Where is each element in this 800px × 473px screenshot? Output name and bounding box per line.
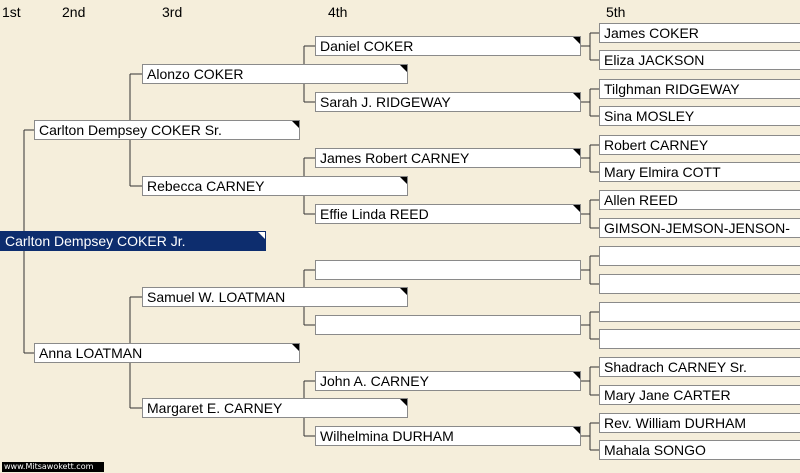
- person-box-gen5-5[interactable]: Robert CARNEY: [599, 135, 800, 155]
- person-name: Eliza JACKSON: [604, 52, 705, 68]
- person-box-gen4-8[interactable]: Wilhelmina DURHAM: [315, 426, 581, 446]
- person-name: GIMSON-JEMSON-JENSON-: [604, 220, 790, 236]
- person-box-gen5-9[interactable]: [599, 246, 800, 266]
- person-name: Rev. William DURHAM: [604, 415, 747, 431]
- person-box-gen4-2[interactable]: Sarah J. RIDGEWAY: [315, 92, 581, 112]
- person-box-gen5-11[interactable]: [599, 302, 800, 322]
- person-box-gen5-13[interactable]: Shadrach CARNEY Sr.: [599, 357, 800, 377]
- expand-marker-icon: [292, 121, 299, 128]
- person-name: James Robert CARNEY: [320, 150, 470, 166]
- person-box-gen3-3[interactable]: Samuel W. LOATMAN: [142, 287, 408, 307]
- expand-marker-icon: [573, 427, 580, 434]
- person-box-gen4-5[interactable]: [315, 260, 581, 280]
- expand-marker-icon: [573, 93, 580, 100]
- expand-marker-icon: [400, 177, 407, 184]
- site-watermark: www.Mitsawokett.com: [2, 462, 104, 472]
- person-box-gen4-3[interactable]: James Robert CARNEY: [315, 148, 581, 168]
- header-gen-3: 3rd: [162, 4, 183, 20]
- expand-marker-icon: [573, 372, 580, 379]
- person-name: Tilghman RIDGEWAY: [604, 81, 740, 97]
- person-name: Carlton Dempsey COKER Sr.: [39, 122, 222, 138]
- person-box-gen5-8[interactable]: GIMSON-JEMSON-JENSON-: [599, 218, 800, 238]
- expand-marker-icon: [573, 205, 580, 212]
- person-name: Alonzo COKER: [147, 66, 244, 82]
- person-box-gen3-2[interactable]: Rebecca CARNEY: [142, 176, 408, 196]
- person-box-gen4-4[interactable]: Effie Linda REED: [315, 204, 581, 224]
- expand-marker-icon: [292, 344, 299, 351]
- person-box-gen5-1[interactable]: James COKER: [599, 23, 800, 43]
- person-box-gen3-4[interactable]: Margaret E. CARNEY: [142, 398, 408, 418]
- person-name: Sina MOSLEY: [604, 108, 695, 124]
- person-box-mother[interactable]: Anna LOATMAN: [34, 343, 300, 363]
- person-name: Samuel W. LOATMAN: [147, 289, 286, 305]
- person-box-gen5-12[interactable]: [599, 329, 800, 349]
- person-name: Effie Linda REED: [320, 206, 429, 222]
- person-box-gen5-10[interactable]: [599, 274, 800, 294]
- person-name: Wilhelmina DURHAM: [320, 428, 454, 444]
- person-name: Sarah J. RIDGEWAY: [320, 94, 451, 110]
- expand-marker-icon: [400, 399, 407, 406]
- person-box-gen5-15[interactable]: Rev. William DURHAM: [599, 413, 800, 433]
- person-name: Allen REED: [604, 192, 678, 208]
- person-name: Mary Jane CARTER: [604, 387, 731, 403]
- person-box-root[interactable]: Carlton Dempsey COKER Jr.: [0, 231, 266, 251]
- person-box-gen5-16[interactable]: Mahala SONGO: [599, 440, 800, 460]
- person-name: Robert CARNEY: [604, 137, 709, 153]
- person-name: Daniel COKER: [320, 38, 414, 54]
- person-name: Anna LOATMAN: [39, 345, 143, 361]
- person-box-gen5-4[interactable]: Sina MOSLEY: [599, 106, 800, 126]
- header-gen-1: 1st: [2, 4, 21, 20]
- person-box-gen5-3[interactable]: Tilghman RIDGEWAY: [599, 79, 800, 99]
- person-box-gen5-6[interactable]: Mary Elmira COTT: [599, 162, 800, 182]
- expand-marker-icon: [258, 232, 265, 239]
- expand-marker-icon: [573, 37, 580, 44]
- person-box-gen4-1[interactable]: Daniel COKER: [315, 36, 581, 56]
- header-gen-4: 4th: [328, 4, 348, 20]
- person-box-gen5-14[interactable]: Mary Jane CARTER: [599, 385, 800, 405]
- person-name: Mary Elmira COTT: [604, 164, 721, 180]
- person-box-gen5-7[interactable]: Allen REED: [599, 190, 800, 210]
- person-box-gen3-1[interactable]: Alonzo COKER: [142, 64, 408, 84]
- person-name: Shadrach CARNEY Sr.: [604, 359, 747, 375]
- person-box-father[interactable]: Carlton Dempsey COKER Sr.: [34, 120, 300, 140]
- header-gen-2: 2nd: [62, 4, 86, 20]
- person-name: John A. CARNEY: [320, 373, 429, 389]
- person-name: Carlton Dempsey COKER Jr.: [5, 233, 186, 249]
- header-gen-5: 5th: [606, 4, 626, 20]
- expand-marker-icon: [400, 288, 407, 295]
- expand-marker-icon: [400, 65, 407, 72]
- person-name: Mahala SONGO: [604, 442, 706, 458]
- person-box-gen5-2[interactable]: Eliza JACKSON: [599, 50, 800, 70]
- person-box-gen4-7[interactable]: John A. CARNEY: [315, 371, 581, 391]
- person-name: Rebecca CARNEY: [147, 178, 265, 194]
- person-name: James COKER: [604, 25, 699, 41]
- person-box-gen4-6[interactable]: [315, 315, 581, 335]
- expand-marker-icon: [573, 149, 580, 156]
- person-name: Margaret E. CARNEY: [147, 400, 283, 416]
